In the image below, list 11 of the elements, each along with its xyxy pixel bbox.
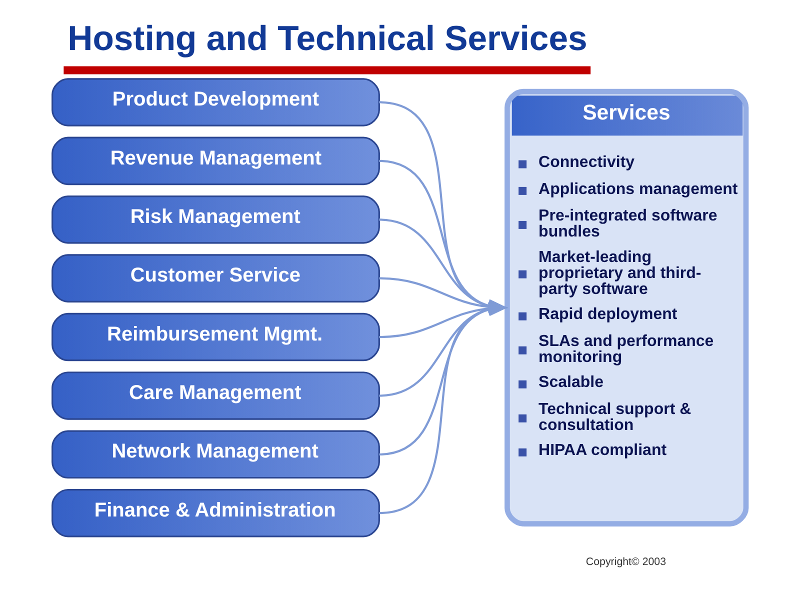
node-box: Risk Management [51, 195, 380, 244]
node-box: Finance & Administration [51, 488, 380, 538]
node-box: Product Development [51, 78, 380, 126]
diagram-title: Hosting and Technical Services [67, 20, 587, 58]
node-box: Reimbursement Mgmt. [51, 312, 380, 362]
node-box: Network Management [51, 430, 380, 479]
label: Copyright© 2003 [585, 556, 666, 568]
node-box: Revenue Management [51, 136, 380, 186]
node-box: Customer Service [51, 254, 380, 302]
node-box: Services Connectivity Applications management Pre-integrated software bundles Market-leading proprietary and third-party software Rapid deployment SLAs and performance monitoring Scalable Technical support & consultation HIPAA compliant [504, 88, 748, 526]
node-box: Care Management [51, 372, 380, 420]
